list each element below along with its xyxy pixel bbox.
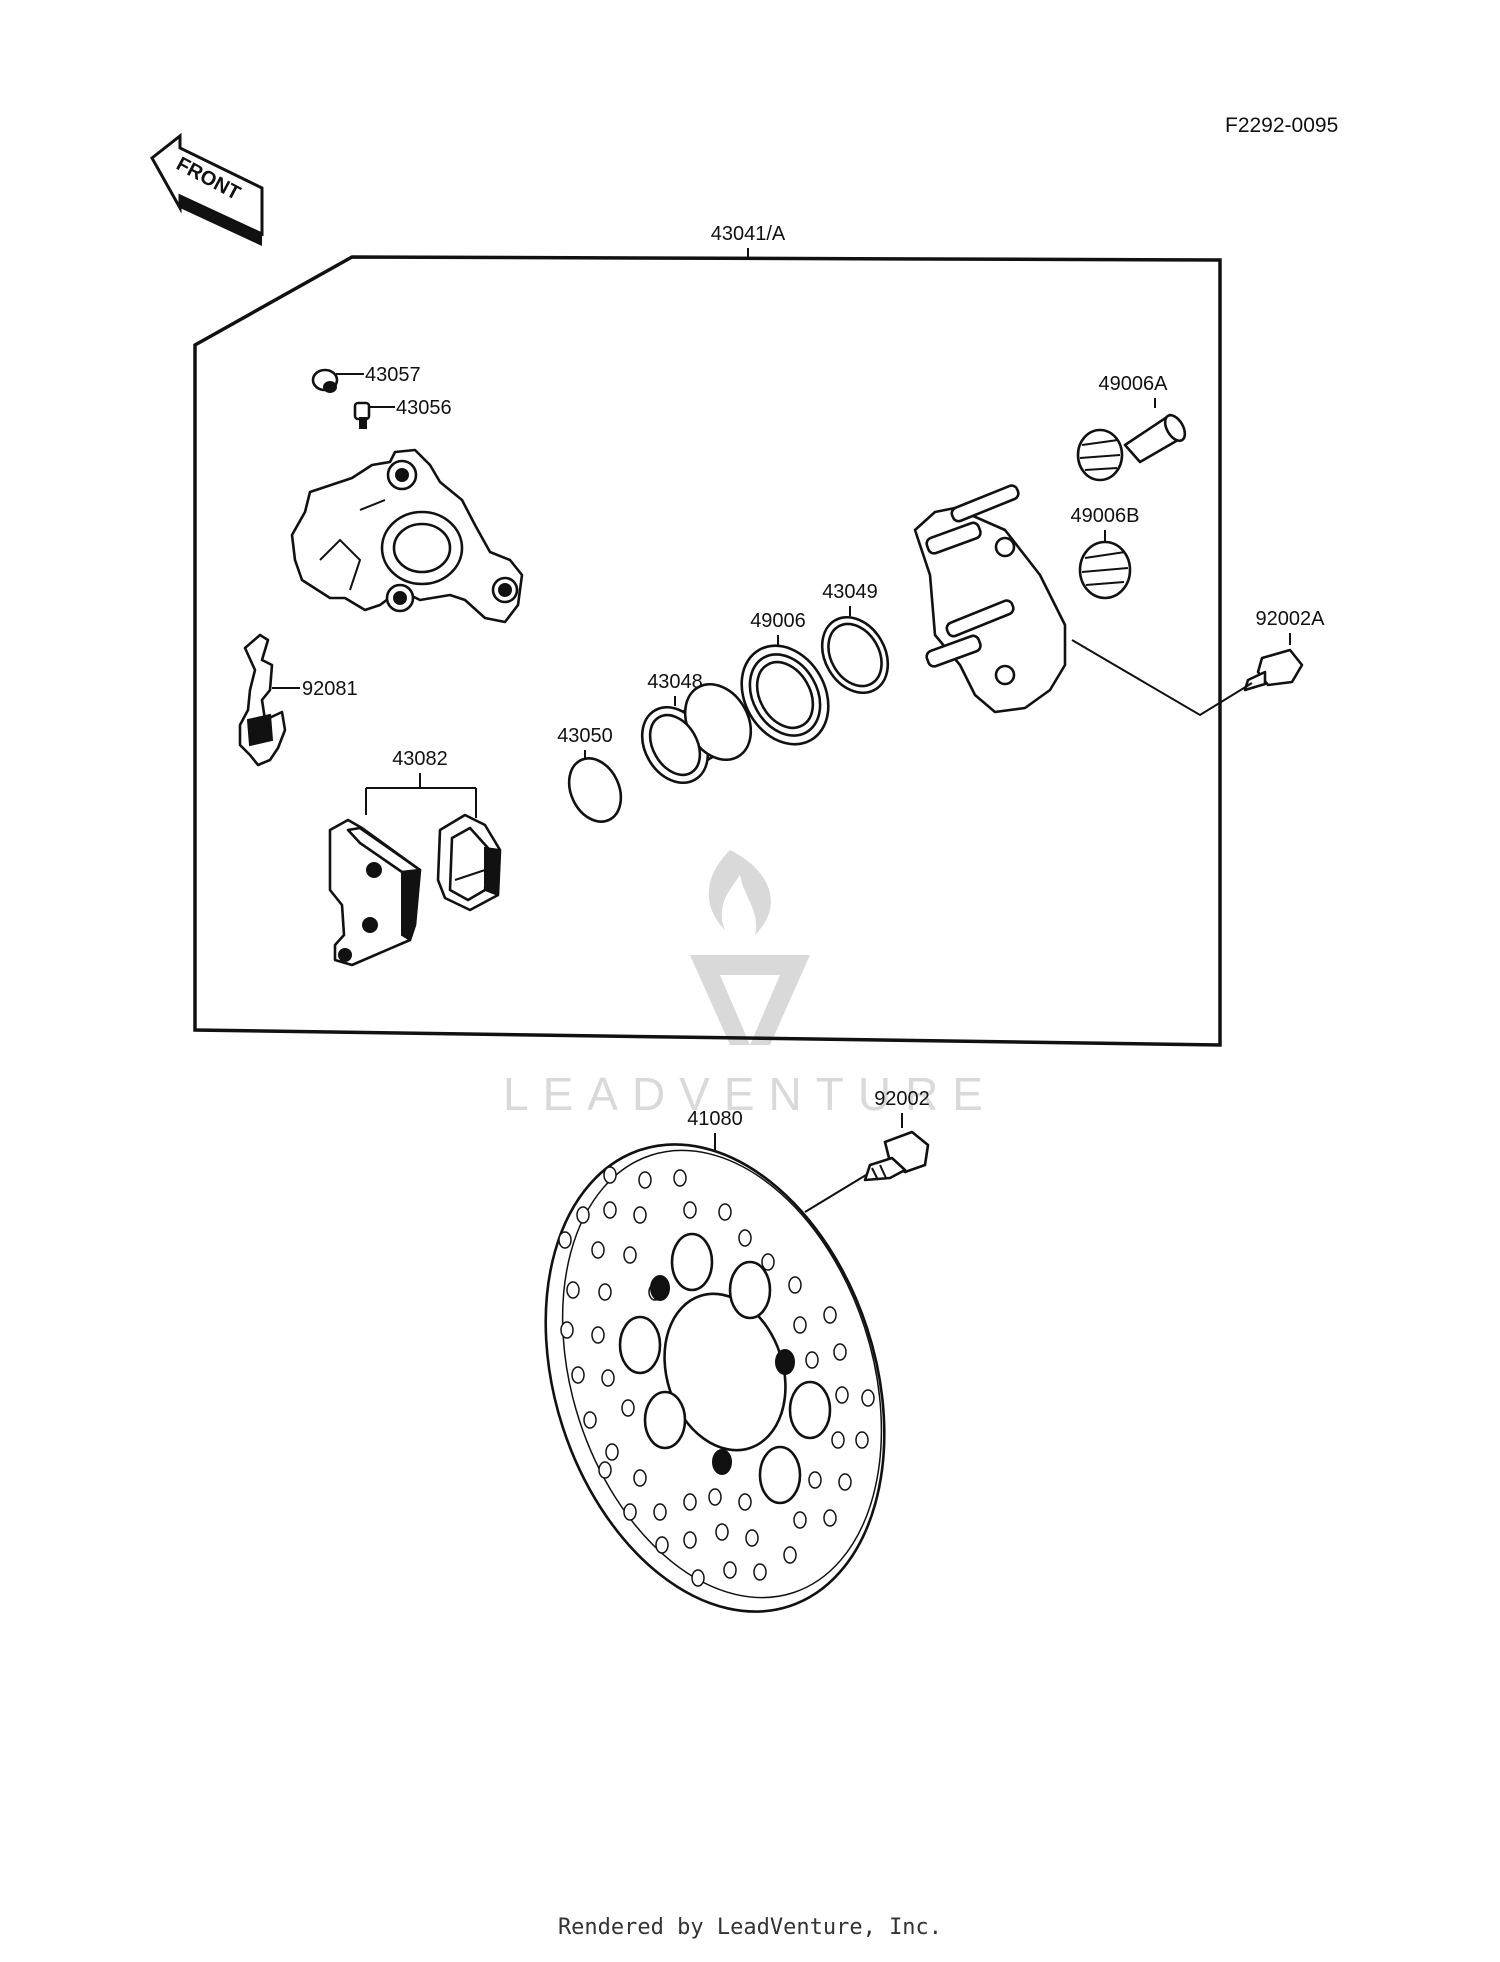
- part-label-92002: 92002: [874, 1088, 930, 1110]
- reference-code: F2292-0095: [1225, 114, 1338, 137]
- assembly-label: 43041/A: [711, 223, 786, 245]
- caliper-body-part: [290, 448, 524, 624]
- part-label-49006A: 49006A: [1099, 373, 1169, 395]
- pad-spring-part: [238, 633, 287, 767]
- part-label-92081: 92081: [302, 678, 358, 700]
- part-label-49006B: 49006B: [1071, 505, 1140, 527]
- part-label-43082: 43082: [392, 748, 448, 770]
- bleed-cap-part: [311, 368, 339, 393]
- front-arrow-icon: FRONT: [150, 132, 264, 246]
- part-label-43049: 43049: [822, 581, 878, 603]
- assembly-boundary: [193, 255, 1222, 1047]
- caliper-piston-part: [640, 682, 753, 785]
- dust-seal-part: [740, 644, 830, 746]
- part-label-92002A: 92002A: [1256, 608, 1326, 630]
- part-label-43050: 43050: [557, 725, 613, 747]
- part-label-43057: 43057: [365, 364, 421, 386]
- piston-seal-part: [820, 615, 890, 695]
- caliper-bracket-part: [913, 484, 1067, 714]
- piston-insulator-part: [567, 757, 623, 823]
- brake-disc-part: [544, 1143, 886, 1613]
- part-label-41080: 41080: [687, 1108, 743, 1130]
- footer-credit: Rendered by LeadVenture, Inc.: [557, 1915, 943, 1940]
- disc-bolt-part: [863, 1130, 930, 1182]
- bleed-valve-part: [353, 401, 371, 429]
- slide-boot-part: [1078, 540, 1132, 600]
- brake-pad-left-part: [328, 818, 422, 967]
- brake-pad-right-part: [436, 813, 502, 912]
- watermark-logo-icon: [690, 850, 810, 1045]
- slide-pin-boot-part: [1076, 413, 1187, 482]
- bracket-bolt-part: [1243, 648, 1304, 692]
- watermark-text: LEADVENTURE: [503, 1068, 997, 1120]
- part-label-49006: 49006: [750, 610, 806, 632]
- part-label-43056: 43056: [396, 397, 452, 419]
- part-label-43048: 43048: [647, 671, 703, 693]
